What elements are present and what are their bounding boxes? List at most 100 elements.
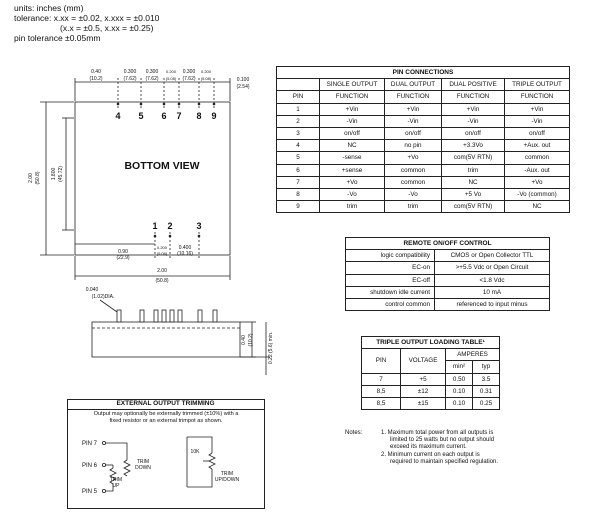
table-cell: 4	[276, 139, 320, 153]
table-cell: NC	[441, 175, 505, 189]
table-cell: +Vin	[504, 102, 570, 116]
table-cell: -Vin	[504, 114, 570, 128]
dim-label: (45.72)	[58, 166, 64, 182]
note-line: required to maintain specified regulatio…	[390, 458, 499, 465]
table-cell: ±12	[400, 384, 446, 398]
dim-label: 0.22 (5.6) min.	[268, 332, 274, 364]
table-row: EC-off<1.8 Vdc	[345, 273, 550, 287]
dim-label: (7.62)	[182, 76, 195, 82]
table-cell: +Vin	[319, 102, 385, 116]
table-cell: 8,5	[361, 384, 401, 398]
typ-header: typ	[472, 360, 500, 374]
table-cell: EC-on	[345, 261, 435, 275]
table-cell: trim	[319, 200, 385, 214]
table-cell: 2	[276, 114, 320, 128]
dim-label: (2.54)	[236, 84, 249, 90]
trim-up-label: TRIM	[110, 477, 122, 483]
table-cell: on/off	[384, 126, 442, 141]
side-view-body	[91, 321, 241, 358]
triple-loading-table: TRIPLE OUTPUT LOADING TABLE¹ PIN VOLTAGE…	[361, 335, 500, 411]
table-cell: +Vo	[504, 175, 570, 189]
trimming-desc-line: fixed resistor or an external trimpot as…	[109, 417, 223, 424]
table-cell: +5 Vo	[441, 187, 505, 202]
function-header: FUNCTION	[319, 90, 385, 104]
bottom-view-label: BOTTOM VIEW	[124, 160, 199, 172]
pin-connections-table: PIN CONNECTIONS SINGLE OUTPUT DUAL OUTPU…	[276, 65, 570, 214]
table-cell: shutdown idle current	[345, 285, 435, 299]
pin-label: PIN 5	[82, 489, 98, 495]
dim-label: (10.2)	[89, 76, 102, 82]
table-cell: ±15	[400, 396, 446, 411]
table-cell: on/off	[441, 126, 505, 141]
table-cell: <1.8 Vdc	[434, 273, 550, 287]
dim-label: 2.00	[28, 173, 34, 183]
dim-label: (7.62)	[123, 76, 136, 82]
dim-label: (5.08)	[166, 76, 177, 81]
table-cell: +Aux. out	[504, 139, 570, 153]
trim-updown-label: TRIM	[221, 471, 233, 477]
dim-label: (5.08)	[201, 76, 212, 81]
note-line: exceed its maximum current.	[390, 444, 467, 451]
dim-label: (10.16)	[177, 251, 193, 257]
note-line: 2. Minimum current on each output is	[381, 451, 480, 458]
table-cell: on/off	[319, 126, 385, 141]
dim-label: 0.200	[201, 69, 212, 74]
remote-control-table: REMOTE ON/OFF CONTROL logic compatibilit…	[345, 236, 550, 312]
table-cell: 7	[361, 372, 401, 386]
dim-label: 0.200	[166, 69, 177, 74]
table-cell: >+5.5 Vdc or Open Circuit	[434, 261, 550, 275]
table-cell: no pin	[384, 139, 442, 153]
table-cell: 0.10	[445, 396, 473, 411]
dim-label: 0.200	[157, 245, 168, 250]
table-cell: control common	[345, 297, 435, 312]
function-header: FUNCTION	[384, 90, 442, 104]
table-cell: logic compatibility	[345, 249, 435, 263]
dim-label: 0.300	[124, 69, 137, 75]
dim-label: (22.9)	[116, 255, 129, 261]
trim-updown-label: UP/DOWN	[215, 477, 240, 483]
table-cell: -Vin	[384, 114, 442, 128]
pin-label: PIN 7	[82, 441, 98, 447]
module-body-outline	[74, 101, 231, 256]
pin-header: PIN	[361, 348, 401, 374]
table-cell: trim	[384, 200, 442, 214]
pin-number: 8	[196, 111, 201, 121]
voltage-header: VOLTAGE	[400, 348, 446, 374]
table-row: EC-on>+5.5 Vdc or Open Circuit	[345, 261, 550, 275]
table-row: 8-Vo-Vo+5 Vo-Vo (common)	[276, 187, 570, 202]
table-cell: com(5V RTN)	[441, 200, 505, 214]
pin-tolerance-text: pin tolerance ±0.05mm	[14, 33, 101, 43]
pin-number: 2	[167, 221, 172, 231]
dim-label: (5.08)	[157, 251, 168, 256]
table-cell: +Vin	[441, 102, 505, 116]
group-header: TRIPLE OUTPUT	[504, 78, 570, 92]
table-cell: +Vo	[319, 175, 385, 189]
pin-number: 6	[161, 111, 166, 121]
amperes-header: AMPERES	[445, 348, 500, 362]
table-cell: referenced to input minus	[434, 297, 550, 312]
table-cell: 3.5	[472, 372, 500, 386]
dim-label: 0.40	[241, 335, 247, 345]
dim-label: (50.8)	[35, 171, 41, 184]
table-cell: 0.10	[445, 384, 473, 398]
notes-block: 1. Maximum total power from all outputs …	[381, 430, 498, 466]
table-cell: trim	[441, 163, 505, 177]
table-cell: CMOS or Open Collector TTL	[434, 249, 550, 263]
pin-number: 9	[211, 111, 216, 121]
table-cell: -Vin	[441, 114, 505, 128]
pin-number: 5	[138, 111, 143, 121]
pin-number: 7	[176, 111, 181, 121]
table-cell: NC	[319, 139, 385, 153]
function-header: FUNCTION	[441, 90, 505, 104]
tolerance-text: tolerance: x.xx = ±0.02, x.xxx = ±0.010	[14, 13, 160, 23]
note-line: 1. Maximum total power from all outputs …	[381, 430, 494, 436]
pin-label: PIN 6	[82, 463, 98, 469]
trimming-box	[67, 399, 265, 509]
trimming-title: EXTERNAL OUTPUT TRIMMING	[67, 399, 264, 410]
